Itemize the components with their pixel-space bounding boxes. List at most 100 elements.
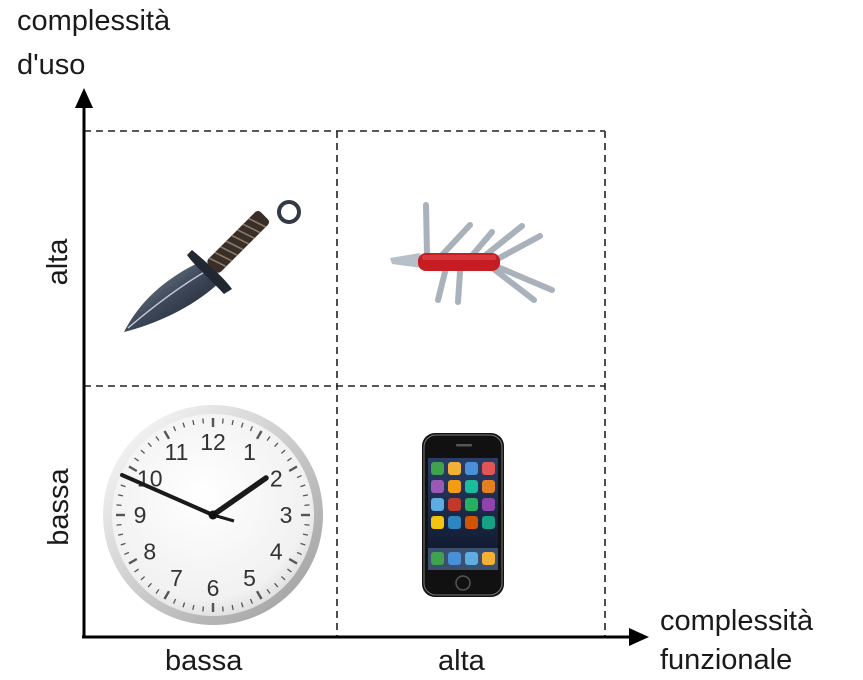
phone-app-icon xyxy=(482,516,495,529)
phone-app-icon xyxy=(448,462,461,475)
clock-tick xyxy=(182,602,186,608)
clock-tick xyxy=(128,465,138,473)
phone-app-icon xyxy=(448,498,461,511)
clock-tick xyxy=(288,557,298,565)
x-axis-title-line1: complessità xyxy=(660,605,814,637)
y-axis-arrowhead xyxy=(75,88,93,108)
phone-app-icon xyxy=(448,516,461,529)
clock-tick xyxy=(304,504,310,507)
clock-tick xyxy=(287,568,292,573)
clock-tick xyxy=(172,426,177,432)
clock-tick xyxy=(249,426,254,432)
clock-tick xyxy=(300,484,306,488)
clock-tick xyxy=(266,436,271,441)
phone-app-icon xyxy=(431,498,444,511)
clock-tick xyxy=(116,523,122,526)
clock-tick xyxy=(249,598,254,604)
clock-tick xyxy=(255,590,263,600)
x-level-low: bassa xyxy=(165,645,243,677)
clock-tick xyxy=(202,606,205,612)
phone-dock xyxy=(428,548,498,570)
clock-tick xyxy=(255,430,263,440)
clock-tick xyxy=(240,602,244,608)
clock-tick xyxy=(124,551,130,556)
clock-tick xyxy=(300,542,306,546)
phone-dock-icon xyxy=(465,552,478,565)
clock-numeral: 6 xyxy=(207,575,220,601)
clock-numeral: 12 xyxy=(200,429,226,455)
smartphone-image xyxy=(422,433,504,597)
axes xyxy=(82,100,635,639)
clock-tick xyxy=(304,523,310,526)
clock-tick xyxy=(182,422,186,428)
clock-tick xyxy=(302,533,309,536)
clock-tick xyxy=(120,542,126,546)
clock-tick xyxy=(240,422,244,428)
clock-tick xyxy=(192,604,195,611)
clock-tick xyxy=(116,504,122,507)
clock-tick xyxy=(147,442,152,448)
x-axis-arrowhead xyxy=(629,628,649,646)
phone-dock-icon xyxy=(482,552,495,565)
clock-tick xyxy=(172,598,177,604)
phone-app-icon xyxy=(448,480,461,493)
clock-tick xyxy=(117,494,124,497)
clock-tick xyxy=(163,590,171,600)
clock-numeral: 8 xyxy=(143,539,156,565)
x-axis-title-line2: funzionale xyxy=(660,644,793,676)
clock-tick xyxy=(231,419,234,426)
clock-tick xyxy=(266,589,271,594)
clock-tick xyxy=(117,533,124,536)
swiss-army-knife-image xyxy=(390,202,555,305)
phone-dock-icon xyxy=(448,552,461,565)
clock-tick xyxy=(155,589,160,594)
dashed-grid xyxy=(84,130,606,637)
clock-tick xyxy=(202,418,205,424)
clock-tick xyxy=(140,576,146,581)
clock-tick xyxy=(280,449,286,454)
clock-tick xyxy=(296,551,302,556)
clock-tick xyxy=(302,494,309,497)
clock-tick xyxy=(221,606,224,612)
clock-tick xyxy=(134,568,139,573)
phone-app-icon xyxy=(482,462,495,475)
phone-app-icon xyxy=(482,498,495,511)
phone-app-icon xyxy=(465,498,478,511)
phone-app-icon xyxy=(465,462,478,475)
phone-app-icon xyxy=(482,480,495,493)
clock-tick xyxy=(231,604,234,611)
phone-app-icon xyxy=(431,480,444,493)
clock-tick xyxy=(155,436,160,441)
clock-numeral: 11 xyxy=(165,439,189,465)
clock-numeral: 9 xyxy=(134,502,147,528)
clock-tick xyxy=(274,582,279,588)
y-axis-title-line2: d'uso xyxy=(17,49,86,81)
x-level-high: alta xyxy=(438,645,485,677)
clock-numeral: 1 xyxy=(243,439,256,465)
y-axis-title-line1: complessità xyxy=(17,5,171,37)
clock-numeral: 3 xyxy=(280,502,293,528)
phone-dock-icon xyxy=(431,552,444,565)
clock-tick xyxy=(221,418,224,424)
clock-tick xyxy=(288,465,298,473)
phone-app-icon xyxy=(431,462,444,475)
phone-app-icon xyxy=(465,480,478,493)
clock-tick xyxy=(147,582,152,588)
clock-numeral: 4 xyxy=(270,539,283,565)
phone-app-icon xyxy=(431,516,444,529)
clock-tick xyxy=(134,457,139,462)
clock-tick xyxy=(128,557,138,565)
clock-tick xyxy=(287,457,292,462)
clock-tick xyxy=(274,442,279,448)
clock-numeral: 2 xyxy=(270,466,283,492)
clock-tick xyxy=(280,576,286,581)
clock-tick xyxy=(163,430,171,440)
phone-app-icon xyxy=(465,516,478,529)
dagger-knife-image xyxy=(124,200,301,332)
clock-tick xyxy=(120,484,126,488)
clock-tick xyxy=(140,449,146,454)
clock-numeral: 5 xyxy=(243,565,256,591)
clock-numeral: 7 xyxy=(170,565,183,591)
